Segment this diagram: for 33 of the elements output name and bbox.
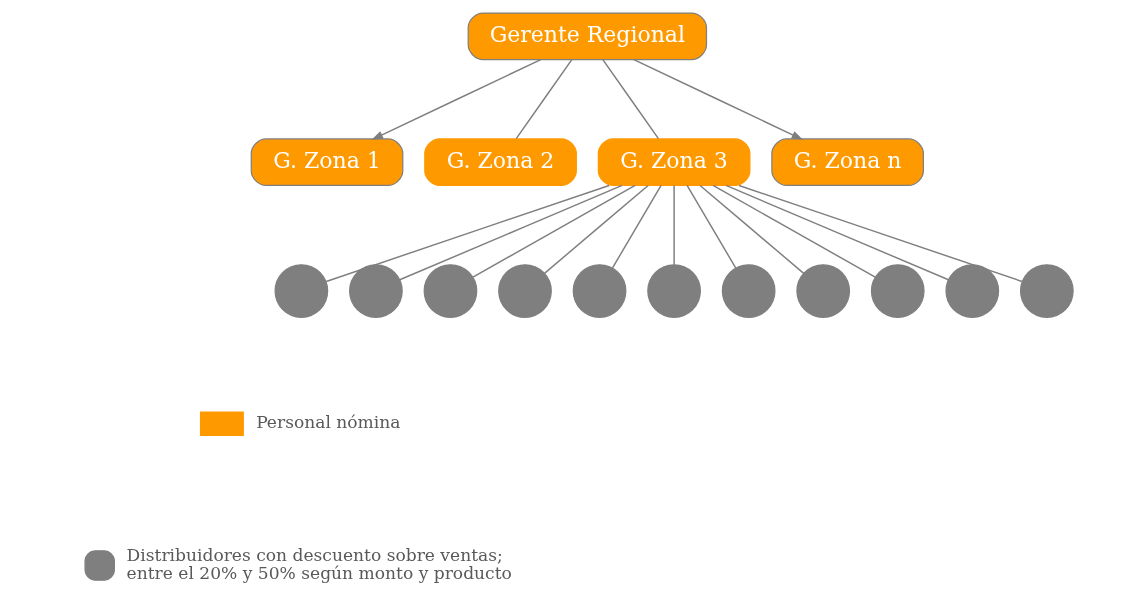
node-circle — [647, 264, 701, 318]
legend-label: Distribuidores con descuento sobre ventas; entre el 20% y 50% según monto y producto — [126, 544, 512, 584]
node-box: G. Zona 1 — [250, 138, 404, 186]
node-circle — [1019, 264, 1074, 318]
node-circle — [498, 264, 552, 318]
connector — [686, 184, 737, 269]
connector — [515, 58, 573, 140]
connector — [399, 184, 623, 281]
node-circle — [870, 264, 925, 318]
connector — [472, 184, 636, 278]
connector — [611, 184, 662, 269]
node-circle — [796, 264, 851, 318]
node-circle — [349, 264, 403, 318]
connector — [673, 184, 675, 266]
node-circle — [274, 264, 329, 318]
connector — [699, 184, 805, 275]
connector — [725, 184, 950, 281]
arrow — [371, 58, 542, 140]
connector — [543, 184, 649, 275]
node-circle — [945, 264, 1000, 318]
node-box: G. Zona n — [771, 138, 924, 186]
node-circle — [721, 264, 776, 318]
connector — [738, 184, 1023, 283]
connector — [602, 58, 660, 140]
arrow — [633, 58, 804, 140]
connector — [712, 184, 876, 278]
node-box: Gerente Regional — [467, 12, 708, 61]
legend-label: Personal nómina — [256, 412, 401, 433]
node-box: G. Zona 3 — [597, 138, 751, 186]
node-circle — [423, 264, 478, 318]
node-box: G. Zona 2 — [424, 138, 577, 186]
connector — [325, 184, 610, 283]
node-circle — [572, 264, 627, 318]
